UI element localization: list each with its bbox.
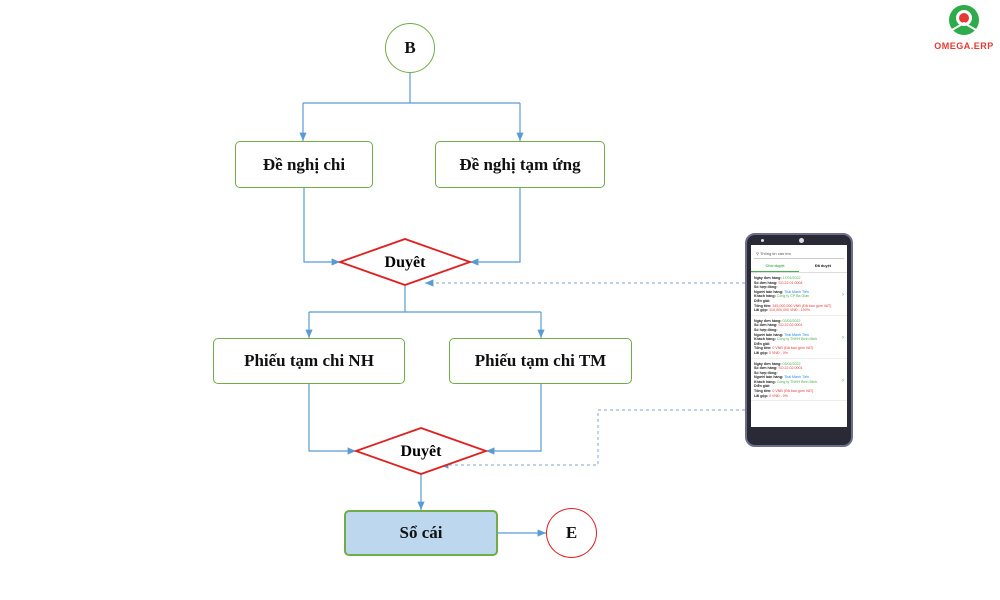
item-field: Người bán hàng: [754, 375, 784, 380]
item-field: 17/01/2022 [782, 276, 801, 280]
item-field: Thái Mạnh Tiến [784, 289, 809, 294]
connector [308, 384, 356, 455]
chevron-right-icon: › [842, 334, 844, 341]
item-field: SO.22.02.0001 [778, 323, 803, 328]
bank-payment-box: Phiếu tạm chi NH [213, 338, 405, 384]
dashed-link [440, 409, 745, 469]
list-item[interactable]: Ngày đơn hàng: 03/02/2022 Số đơn hàng: S… [751, 359, 847, 402]
item-field: SO.22.02.0001 [778, 366, 803, 371]
item-field: 02/02/2022 [782, 318, 801, 323]
item-field: Số hợp đồng: [754, 370, 778, 375]
start-node: B [385, 23, 435, 73]
item-field: 310,000,000 VNĐ - 100% [768, 308, 810, 313]
item-field: Số đơn hàng: [754, 323, 778, 328]
item-field: Khách hàng: [754, 379, 776, 384]
item-field: 0 VNĐ (Đã bao gồm VAT) [772, 389, 814, 394]
list-item[interactable]: Ngày đơn hàng: 02/02/2022 Số đơn hàng: S… [751, 316, 847, 359]
item-field: Số hợp đồng: [754, 285, 778, 290]
tab-pending[interactable]: Chờ duyệt [751, 261, 799, 272]
item-field: Khách hàng: [754, 294, 776, 299]
connector [486, 384, 542, 455]
item-field: 345,000,000 VNĐ (Đã bao gồm VAT) [772, 303, 832, 308]
item-field: Diễn giải: [754, 341, 771, 346]
ledger-box: Sổ cái [344, 510, 498, 556]
end-node: E [546, 508, 597, 558]
item-field: Lãi gộp: [754, 308, 768, 313]
item-field: Công ty CP Ba Giàn [776, 294, 810, 299]
request-payment-box: Đề nghị chi [235, 141, 373, 188]
item-field: 0 VNĐ - 0% [768, 393, 788, 398]
item-field: 03/02/2022 [782, 361, 801, 366]
item-field: Thái Mạnh Tiến [784, 375, 809, 380]
item-field: Số đơn hàng: [754, 280, 778, 285]
item-field: Thái Mạnh Tiến [784, 332, 809, 337]
chevron-right-icon: › [842, 292, 844, 298]
item-field: Tổng tiền: [754, 303, 772, 308]
item-field: Ngày đơn hàng: [754, 276, 782, 280]
item-field: Số hợp đồng: [754, 327, 778, 332]
item-field: Người bán hàng: [754, 289, 784, 294]
connector [303, 188, 340, 266]
item-field: Công ty TNHH Bình Minh [776, 379, 818, 384]
item-field: Diễn giải: [754, 298, 771, 303]
approve-1-label: Duyêt [384, 254, 426, 271]
omega-erp-logo: OMEGA.ERP [933, 4, 995, 51]
item-field: Số đơn hàng: [754, 366, 778, 371]
phone-screen: ⚲ Thông tin cần tìm Chờ duyệt Đã duyệt Ng… [751, 245, 847, 427]
cash-payment-box: Phiếu tạm chi TM [449, 338, 632, 384]
item-field: Công ty TNHH Bình Minh [776, 337, 818, 342]
approve-2-label: Duyêt [400, 443, 442, 460]
item-field: Lãi gộp: [754, 350, 768, 355]
connector [303, 73, 520, 104]
connector [309, 285, 541, 313]
decision-approve-2 [353, 427, 489, 475]
list-item[interactable]: Ngày đơn hàng: 17/01/2022 Số đơn hàng: S… [751, 273, 847, 316]
item-field: Lãi gộp: [754, 393, 768, 398]
item-field: Tổng tiền: [754, 389, 772, 394]
item-field: Diễn giải: [754, 384, 771, 389]
item-field: Khách hàng: [754, 337, 776, 342]
decision-approve-1 [337, 238, 473, 286]
item-field: Người bán hàng: [754, 332, 784, 337]
item-field: 0 VNĐ (Đã bao gồm VAT) [772, 346, 814, 351]
logo-icon [949, 5, 979, 35]
item-field: 0 VNĐ - 0% [768, 350, 788, 355]
item-field: SO.22.01.0004 [778, 280, 803, 285]
phone-mockup: ⚲ Thông tin cần tìm Chờ duyệt Đã duyệt Ng… [745, 233, 853, 447]
chevron-right-icon: › [842, 377, 844, 384]
request-advance-box: Đề nghị tạm ứng [435, 141, 605, 188]
item-field: Ngày đơn hàng: [754, 361, 782, 366]
connector [470, 188, 521, 266]
item-field: Ngày đơn hàng: [754, 318, 782, 323]
tab-approved[interactable]: Đã duyệt [814, 264, 832, 268]
item-field: Tổng tiền: [754, 346, 772, 351]
search-input[interactable]: ⚲ Thông tin cần tìm [754, 249, 844, 259]
